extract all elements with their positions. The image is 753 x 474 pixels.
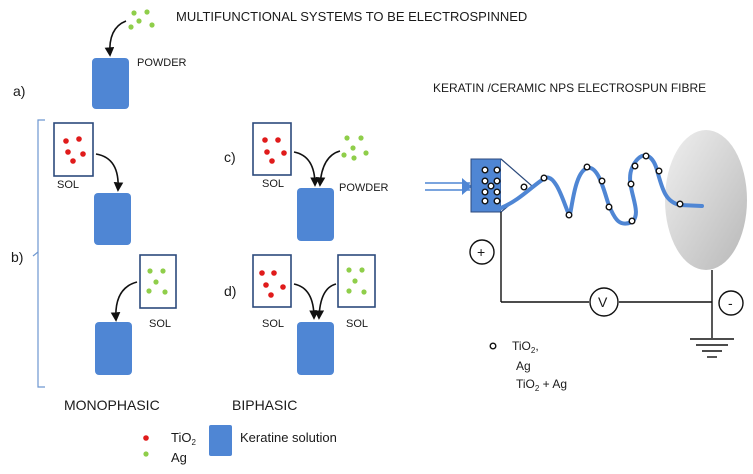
sol-box-tio2-d <box>252 254 292 308</box>
label-b: b) <box>11 249 23 265</box>
fibre-particles <box>540 152 684 225</box>
fibre-legend-ag: Ag <box>516 359 531 373</box>
sol-label-c: SOL <box>262 178 284 190</box>
sol-box-tio2-mono <box>53 122 94 177</box>
label-d: d) <box>224 283 236 299</box>
keratin-container-a <box>92 58 129 109</box>
fibre-title: KERATIN /CERAMIC NPS ELECTROSPUN FIBRE <box>433 81 706 95</box>
ag-particles-mono <box>146 268 168 295</box>
arrow-mono1 <box>95 153 124 192</box>
main-title: MULTIFUNCTIONAL SYSTEMS TO BE ELECTROSPI… <box>176 9 527 24</box>
legend-tio2-dot <box>143 435 149 441</box>
fibre-legend-combo: TiO2 + Ag <box>516 377 567 393</box>
arrow-d-right <box>314 283 337 320</box>
ag-powder-top <box>128 9 155 30</box>
arrow-d-left <box>293 283 319 320</box>
inlet-arrow <box>425 178 472 195</box>
label-c: c) <box>224 149 236 165</box>
keratin-container-c <box>297 188 334 241</box>
arrow-c-left <box>293 151 320 187</box>
circuit-wires <box>500 212 713 338</box>
positive-label: + <box>477 244 485 260</box>
label-a: a) <box>13 83 25 99</box>
voltmeter-label: V <box>598 294 608 310</box>
monophasic-heading: MONOPHASIC <box>64 397 160 413</box>
sol-label-d-left: SOL <box>262 318 284 330</box>
legend-keratin-label: Keratine solution <box>240 430 337 445</box>
legend-ag-label: Ag <box>171 450 187 465</box>
legend-ag-dot <box>143 451 149 457</box>
sol-label-mono2: SOL <box>149 318 171 330</box>
biphasic-heading: BIPHASIC <box>232 397 297 413</box>
sol-label-mono1: SOL <box>57 179 79 191</box>
keratin-container-mono1 <box>94 193 131 245</box>
negative-terminal <box>718 290 744 316</box>
tio2-particles-d <box>259 270 286 298</box>
sol-box-tio2-c <box>252 122 292 176</box>
ag-powder-c <box>341 135 369 161</box>
arrow-a <box>104 20 127 57</box>
positive-terminal <box>469 239 495 265</box>
legend-tio2-label: TiO2 <box>171 430 196 447</box>
powder-label-a: POWDER <box>137 57 187 69</box>
ag-particles-d <box>346 267 367 295</box>
tio2-particles-c <box>262 137 287 164</box>
negative-label: - <box>728 295 733 311</box>
sol-label-d-right: SOL <box>346 318 368 330</box>
legend-keratin-swatch <box>209 425 232 456</box>
keratin-container-d <box>297 322 334 375</box>
powder-label-c: POWDER <box>339 182 389 194</box>
syringe-particles <box>481 166 528 205</box>
keratin-container-mono2 <box>95 322 132 375</box>
fibre-legend-marker <box>489 342 497 350</box>
collector-drum <box>665 130 747 270</box>
fibre-legend-tio2: TiO2, <box>512 339 539 355</box>
arrow-c-right <box>315 150 341 187</box>
bracket-b <box>37 119 45 388</box>
ground-icon <box>690 338 734 358</box>
voltmeter <box>589 287 619 317</box>
tio2-particles-mono <box>63 136 86 164</box>
arrow-mono2 <box>110 281 138 322</box>
